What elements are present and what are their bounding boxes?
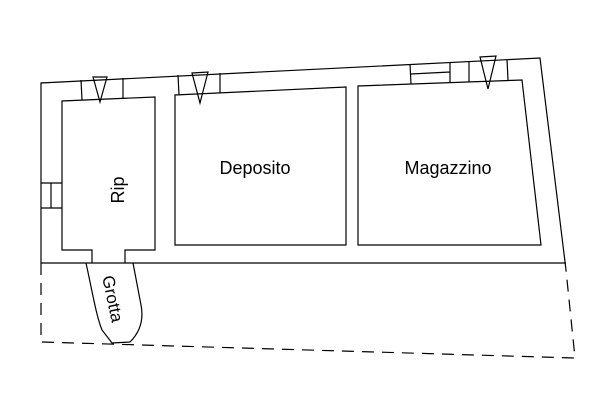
window-magazzino (409, 55, 509, 90)
room-label-magazzino: Magazzino (404, 158, 491, 178)
room-label-deposito: Deposito (219, 158, 290, 178)
window-left (41, 182, 62, 209)
room-magazzino-wall (357, 79, 542, 246)
room-label-rip: Rip (108, 176, 128, 203)
room-deposito-wall (174, 86, 347, 246)
room-rip-wall (61, 96, 156, 263)
window-deposito (177, 71, 221, 106)
window-rip (80, 76, 124, 105)
dashed-boundary (40, 263, 576, 359)
room-label-grotta: Grotta (98, 274, 127, 325)
outer-wall (40, 57, 567, 271)
grotta-outline (85, 262, 143, 344)
